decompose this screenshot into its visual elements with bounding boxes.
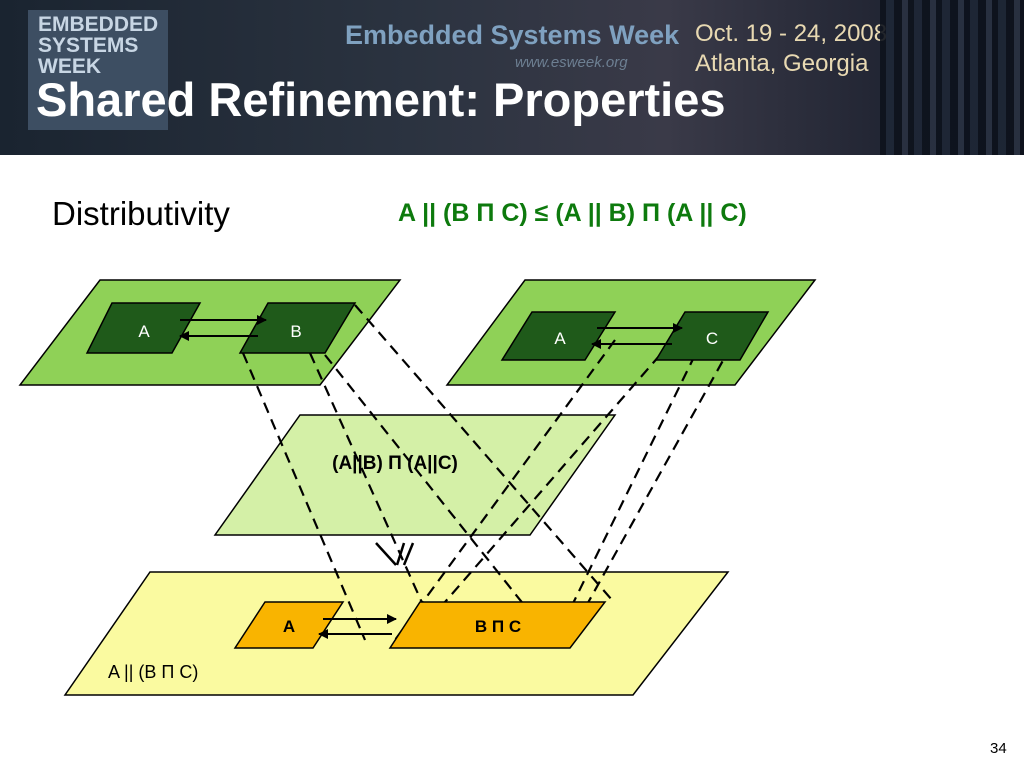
- city-skyline-image: [880, 0, 1024, 155]
- component-a-box[interactable]: [500, 311, 617, 361]
- distributivity-formula: A || (B Π C) ≤ (A || B) Π (A || C): [398, 199, 747, 227]
- projection-lines: [241, 304, 741, 641]
- component-a-label: A: [554, 329, 566, 348]
- slide-title: Shared Refinement: Properties: [36, 73, 726, 126]
- component-a-label: A: [138, 322, 150, 341]
- page-number: 34: [990, 740, 1007, 757]
- component-b-meet-c-label: B Π C: [475, 617, 521, 636]
- plane-a-c: [445, 279, 817, 386]
- plane-a-b: [18, 279, 402, 386]
- conference-url: www.esweek.org: [515, 54, 628, 71]
- component-b-label: B: [290, 322, 301, 341]
- property-label: Distributivity: [52, 195, 230, 232]
- logo-text: EMBEDDED SYSTEMS WEEK: [38, 13, 159, 78]
- shared-refinement-label: (A||B) Π (A||C): [332, 453, 458, 474]
- composition-label: A || (B Π C): [108, 662, 198, 682]
- component-a-box[interactable]: [85, 302, 202, 354]
- header-banner: EMBEDDED SYSTEMS WEEK Embedded Systems W…: [0, 0, 1024, 155]
- component-a-box[interactable]: [233, 601, 345, 649]
- conference-name: Embedded Systems Week: [345, 20, 680, 50]
- conference-place: Atlanta, Georgia: [695, 50, 869, 77]
- component-c-label: C: [706, 329, 718, 348]
- plane-shared-refinement: [213, 414, 617, 536]
- component-a-label: A: [283, 617, 295, 636]
- component-b-meet-c-box[interactable]: [388, 601, 607, 649]
- refinement-relation-symbol: [375, 542, 415, 566]
- conference-logo: [28, 10, 168, 130]
- conference-date: Oct. 19 - 24, 2008: [695, 20, 888, 47]
